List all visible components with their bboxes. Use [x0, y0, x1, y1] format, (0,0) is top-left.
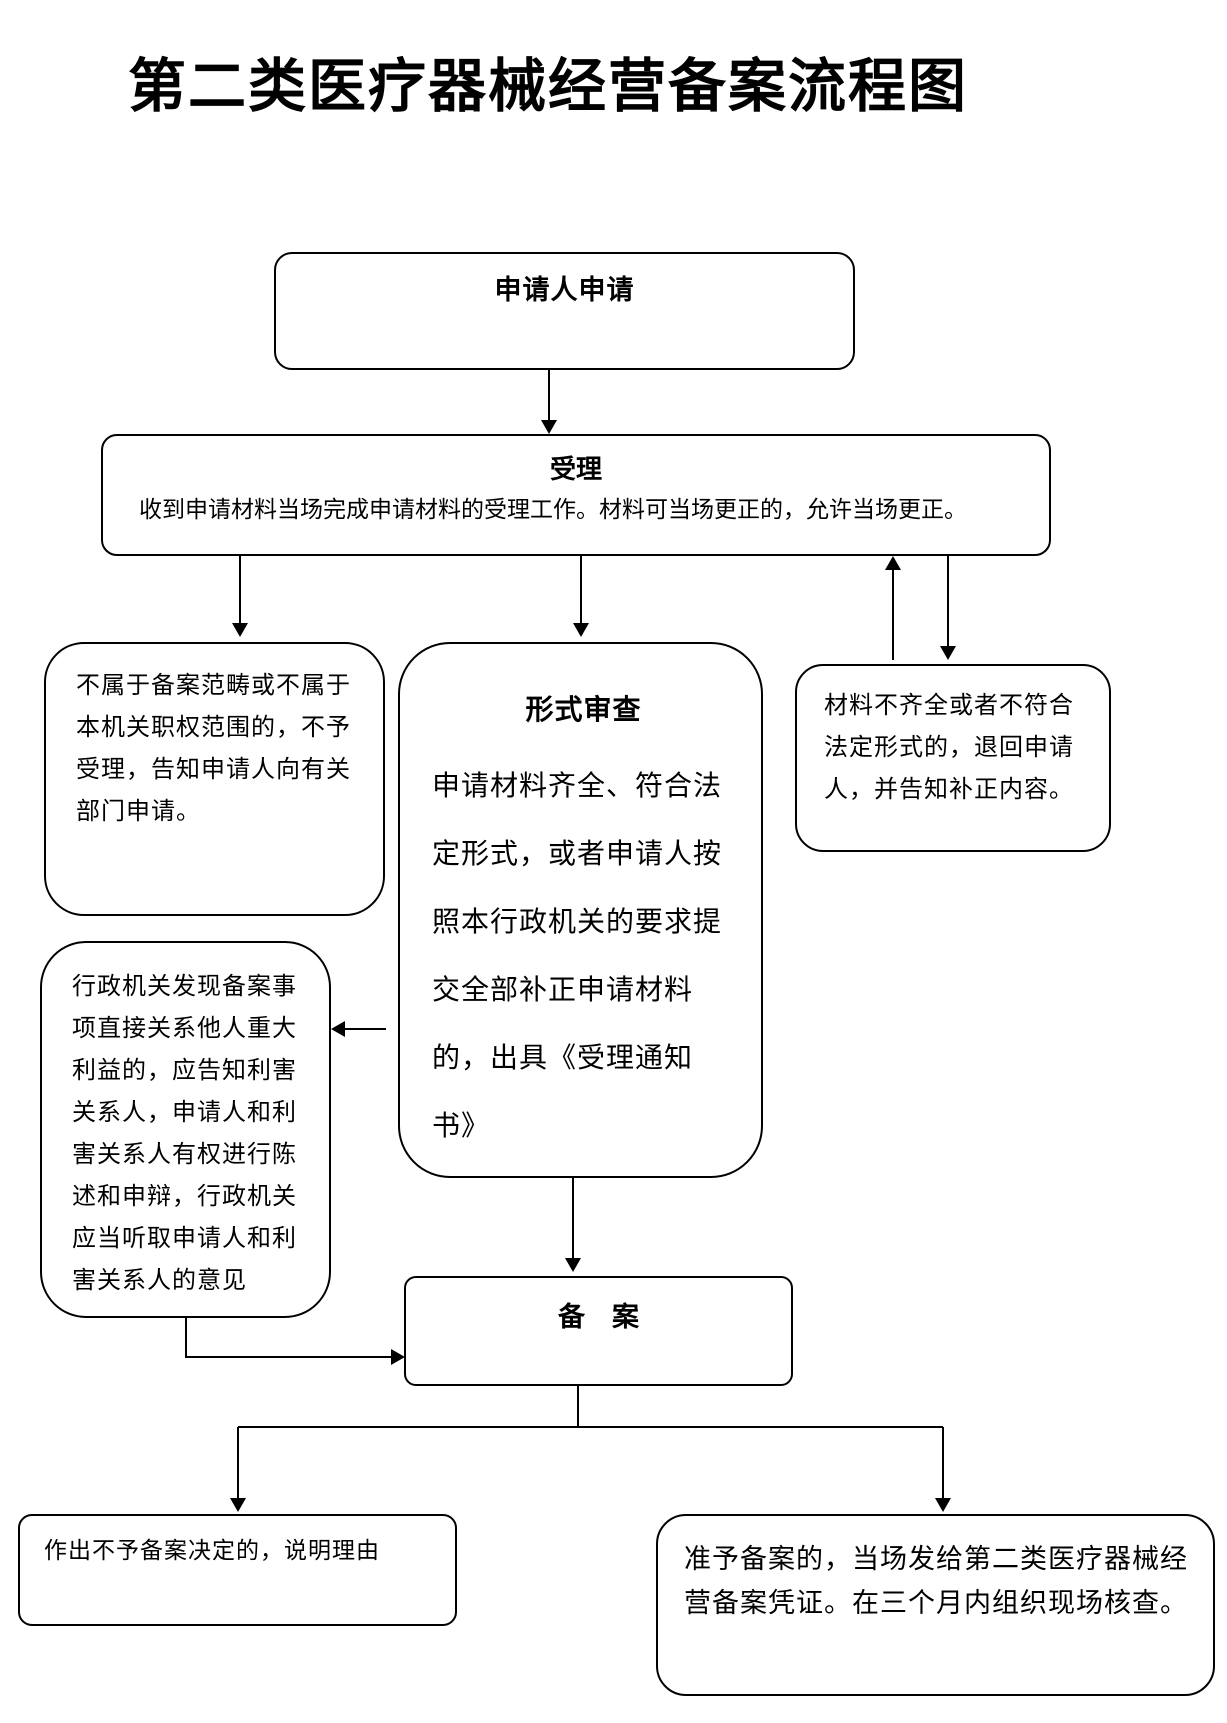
node-not-in-scope-text: 不属于备案范畴或不属于本机关职权范围的，不予受理，告知申请人向有关部门申请。	[76, 671, 351, 825]
node-incomplete: 材料不齐全或者不符合法定形式的，退回申请人，并告知补正内容。	[795, 664, 1111, 852]
arrowhead-incomplete-to-accept	[885, 556, 901, 570]
arrowhead-filing-to-approve	[935, 1498, 951, 1512]
node-incomplete-text: 材料不齐全或者不符合法定形式的，退回申请人，并告知补正内容。	[824, 691, 1074, 803]
arrowhead-apply-to-accept	[541, 420, 557, 434]
node-approve-text: 准予备案的，当场发给第二类医疗器械经营备案凭证。在三个月内组织现场核查。	[684, 1544, 1188, 1619]
node-apply-heading: 申请人申请	[494, 275, 635, 306]
node-filing: 备 案	[404, 1276, 793, 1386]
node-interested-party: 行政机关发现备案事项直接关系他人重大利益的，应告知利害关系人，申请人和利害关系人…	[40, 941, 331, 1318]
node-reject-text: 作出不予备案决定的，说明理由	[44, 1538, 380, 1564]
arrowhead-interested-to-filing	[391, 1349, 405, 1365]
page-title: 第二类医疗器械经营备案流程图	[128, 52, 969, 120]
arrowhead-accept-to-incomplete	[940, 646, 956, 660]
arrowhead-filing-to-reject	[230, 1498, 246, 1512]
node-interested-party-text: 行政机关发现备案事项直接关系他人重大利益的，应告知利害关系人，申请人和利害关系人…	[72, 972, 297, 1294]
node-accept: 受理 收到申请材料当场完成申请材料的受理工作。材料可当场更正的，允许当场更正。	[101, 434, 1051, 556]
node-filing-heading: 备 案	[558, 1302, 639, 1333]
node-formal-review-text: 申请材料齐全、符合法定形式，或者申请人按照本行政机关的要求提交全部补正申请材料的…	[432, 769, 723, 1142]
node-accept-heading: 受理	[549, 455, 602, 485]
node-reject: 作出不予备案决定的，说明理由	[18, 1514, 457, 1626]
node-not-in-scope: 不属于备案范畴或不属于本机关职权范围的，不予受理，告知申请人向有关部门申请。	[44, 642, 385, 916]
arrow-interested-to-filing	[185, 1318, 393, 1358]
arrowhead-accept-to-not-in-scope	[232, 623, 248, 637]
node-formal-review: 形式审查 申请材料齐全、符合法定形式，或者申请人按照本行政机关的要求提交全部补正…	[398, 642, 763, 1178]
node-accept-text: 收到申请材料当场完成申请材料的受理工作。材料可当场更正的，允许当场更正。	[139, 497, 967, 523]
arrowhead-formal-to-interested	[331, 1021, 345, 1037]
node-formal-review-heading: 形式审查	[525, 693, 642, 726]
node-approve: 准予备案的，当场发给第二类医疗器械经营备案凭证。在三个月内组织现场核查。	[656, 1514, 1215, 1696]
node-apply: 申请人申请	[274, 252, 855, 370]
arrowhead-formal-to-filing	[565, 1258, 581, 1272]
arrowhead-accept-to-formal-review	[573, 623, 589, 637]
